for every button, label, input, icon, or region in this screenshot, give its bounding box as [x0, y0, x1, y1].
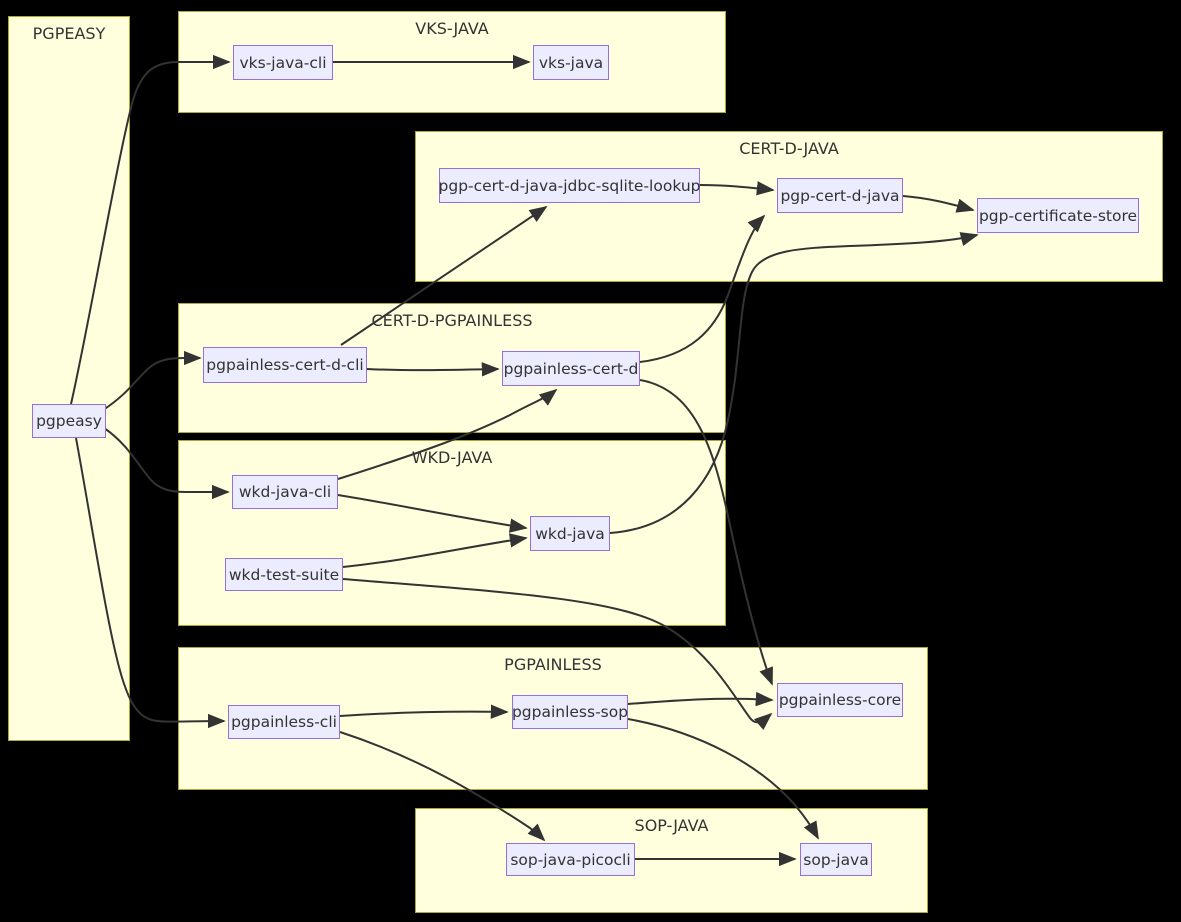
cluster-title-wkd-java: WKD-JAVA — [411, 448, 493, 467]
edge-pgpainless-cli-to-sop-java-picocli — [339, 731, 546, 842]
node-vks-java-cli: vks-java-cli — [233, 45, 333, 80]
edge-pgpainless-cert-d-cli-to-pgp-cert-d-java-jdbc-sqlite-lookup — [340, 205, 548, 346]
node-vks-java: vks-java — [533, 45, 609, 80]
edge-pgpeasy-to-vks-java-cli — [70, 54, 231, 405]
node-pgp-certificate-store: pgp-certificate-store — [977, 198, 1139, 233]
node-wkd-test-suite: wkd-test-suite — [225, 558, 343, 591]
node-pgpainless-cli: pgpainless-cli — [228, 705, 340, 739]
edge-pgpainless-cli-to-pgpainless-sop — [339, 704, 509, 719]
edge-wkd-java-cli-to-wkd-java — [337, 494, 528, 533]
edge-pgpainless-sop-to-pgpainless-core — [627, 691, 774, 707]
cluster-wkd-java: WKD-JAVA — [178, 440, 726, 626]
edge-pgpainless-cert-d-to-pgp-cert-d-java — [639, 214, 766, 363]
edge-wkd-java-cli-to-pgpainless-cert-d — [337, 388, 558, 480]
node-wkd-java-cli: wkd-java-cli — [232, 475, 338, 509]
edge-pgpainless-cert-d-to-pgpainless-core — [639, 379, 773, 686]
edge-pgp-cert-d-java-to-pgp-certificate-store — [902, 195, 975, 213]
node-pgpeasy: pgpeasy — [32, 404, 106, 438]
cluster-pgpeasy: PGPEASY — [8, 16, 130, 741]
cluster-title-cert-d-pgpainless: CERT-D-PGPAINLESS — [371, 311, 533, 330]
cluster-title-pgpeasy: PGPEASY — [32, 24, 106, 43]
edge-pgpainless-sop-to-sop-java — [627, 718, 819, 840]
cluster-title-cert-d-java: CERT-D-JAVA — [739, 139, 839, 158]
edge-wkd-java-to-pgp-certificate-store — [609, 232, 979, 534]
cluster-title-vks-java: VKS-JAVA — [415, 19, 489, 38]
edge-pgpeasy-to-pgpainless-cert-d-cli — [102, 350, 202, 411]
edge-pgpeasy-to-pgpainless-cli — [75, 437, 226, 729]
edge-wkd-test-suite-to-pgpainless-core — [342, 578, 773, 731]
node-wkd-java: wkd-java — [530, 516, 610, 551]
node-sop-java: sop-java — [800, 843, 872, 876]
node-pgp-cert-d-java: pgp-cert-d-java — [777, 178, 903, 213]
edge-wkd-test-suite-to-wkd-java — [342, 533, 528, 568]
cluster-title-pgpainless: PGPAINLESS — [504, 655, 602, 674]
node-sop-java-picocli: sop-java-picocli — [506, 843, 635, 876]
edge-pgp-cert-d-java-jdbc-sqlite-lookup-to-pgp-cert-d-java — [699, 181, 775, 196]
node-pgpainless-sop: pgpainless-sop — [512, 695, 628, 729]
cluster-title-sop-java: SOP-JAVA — [634, 816, 709, 835]
node-pgpainless-core: pgpainless-core — [777, 683, 903, 717]
edge-pgpeasy-to-wkd-java-cli — [103, 427, 230, 500]
edge-pgpainless-cert-d-cli-to-pgpainless-cert-d — [366, 362, 500, 377]
node-pgpainless-cert-d: pgpainless-cert-d — [502, 351, 640, 386]
node-pgpainless-cert-d-cli: pgpainless-cert-d-cli — [203, 347, 367, 383]
node-pgp-cert-d-java-jdbc-sqlite-lookup: pgp-cert-d-java-jdbc-sqlite-lookup — [439, 168, 701, 203]
